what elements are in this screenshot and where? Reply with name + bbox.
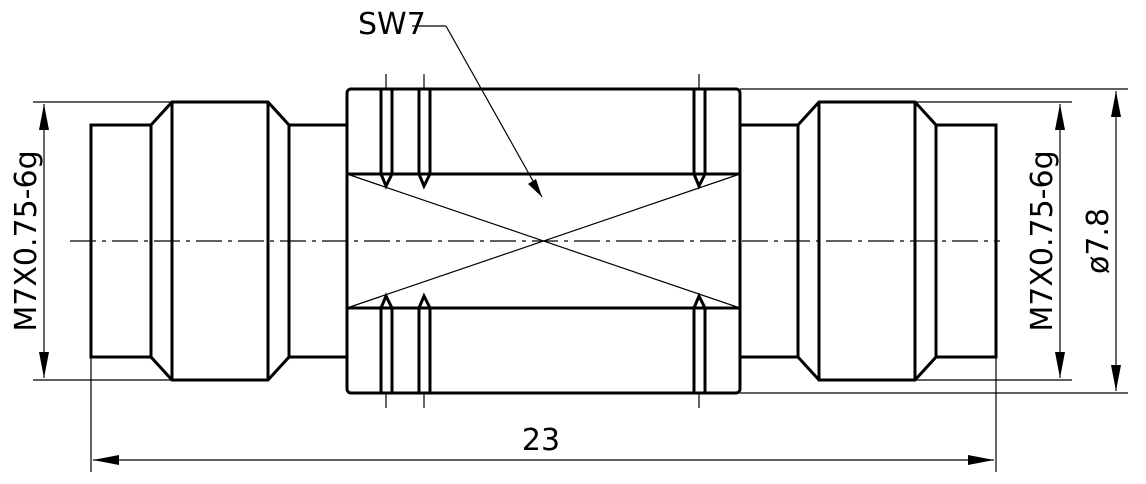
left-thread-dimension: M7X0.75-6g [9, 101, 172, 381]
groove-left-2-bottom [417, 292, 432, 393]
length-arrow-right [968, 455, 994, 465]
hex-body [345, 74, 742, 408]
groove-left-2-top [417, 89, 432, 190]
sw7-leader-diagonal [445, 25, 543, 198]
sw7-callout: SW7 [358, 7, 543, 198]
right-thread-section [934, 123, 998, 359]
left-thread-label: M7X0.75-6g [9, 150, 44, 331]
right-dim-arrow-bottom [1055, 352, 1065, 378]
diameter-arrow-top [1111, 91, 1121, 117]
groove-right-top [692, 89, 707, 190]
overall-length-label: 23 [522, 423, 560, 458]
left-dim-arrow-bottom [39, 352, 49, 378]
right-thread-dimension: M7X0.75-6g [915, 101, 1072, 381]
right-dim-arrow-top [1055, 104, 1065, 130]
diameter-arrow-bottom [1111, 365, 1121, 391]
diameter-label: ø7.8 [1081, 208, 1116, 274]
groove-left-1-top [379, 89, 394, 190]
hex-body-outline [345, 87, 742, 395]
sw7-leader-arrow [528, 179, 542, 197]
flat-cross-b [346, 173, 741, 309]
groove-right-bottom [692, 292, 707, 393]
left-dim-arrow-top [39, 104, 49, 130]
groove-left-1-bottom [379, 292, 394, 393]
diameter-dimension: ø7.8 [740, 88, 1128, 394]
wrench-flat-label: SW7 [358, 7, 426, 42]
right-thread-label: M7X0.75-6g [1025, 150, 1060, 331]
length-arrow-left [93, 455, 119, 465]
length-dimension: 23 [90, 357, 997, 472]
